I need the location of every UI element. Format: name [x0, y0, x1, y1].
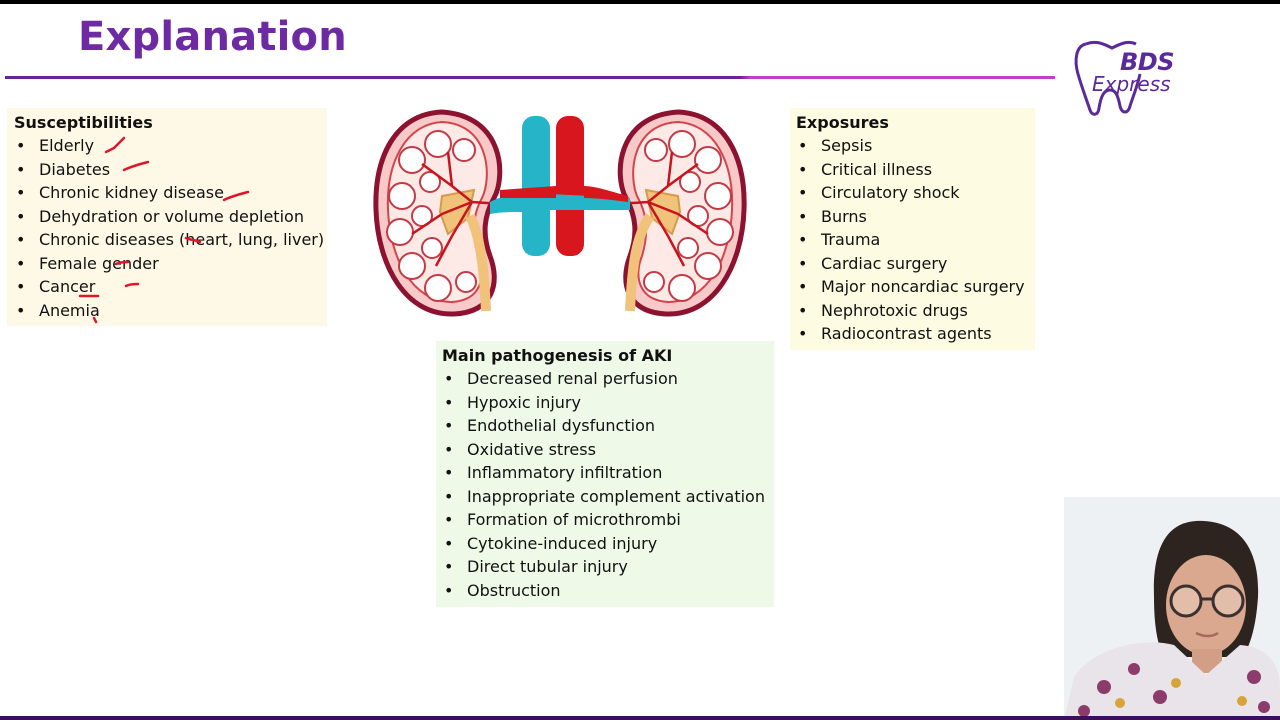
list-item: Nephrotoxic drugs	[796, 299, 1029, 323]
list-item: Oxidative stress	[442, 438, 768, 462]
exposures-box: Exposures Sepsis Critical illness Circul…	[790, 108, 1035, 350]
list-item: Major noncardiac surgery	[796, 275, 1029, 299]
pathogenesis-heading: Main pathogenesis of AKI	[442, 346, 673, 365]
logo-text-bds: BDS	[1120, 48, 1175, 76]
kidneys-icon	[373, 109, 747, 317]
title-underline	[5, 76, 1055, 79]
list-item: Endothelial dysfunction	[442, 414, 768, 438]
list-item: Direct tubular injury	[442, 555, 768, 579]
top-frame-bar	[0, 0, 1280, 4]
list-item: Obstruction	[442, 579, 768, 603]
list-item: Radiocontrast agents	[796, 322, 1029, 346]
list-item: Female gender	[14, 252, 320, 276]
susceptibilities-heading: Susceptibilities	[14, 113, 153, 132]
slide-title: Explanation	[78, 14, 347, 60]
bds-express-logo: BDS Express	[1072, 34, 1192, 124]
list-item: Hypoxic injury	[442, 391, 768, 415]
list-item: Circulatory shock	[796, 181, 1029, 205]
list-item: Trauma	[796, 228, 1029, 252]
list-item: Cytokine-induced injury	[442, 532, 768, 556]
list-item: Inflammatory infiltration	[442, 461, 768, 485]
list-item: Sepsis	[796, 134, 1029, 158]
list-item: Diabetes	[14, 158, 320, 182]
list-item: Dehydration or volume depletion	[14, 205, 320, 229]
exposures-list: Sepsis Critical illness Circulatory shoc…	[796, 134, 1029, 346]
presenter-icon	[1064, 497, 1280, 720]
kidney-illustration	[372, 106, 748, 320]
exposures-heading: Exposures	[796, 113, 889, 132]
susceptibilities-list: Elderly Diabetes Chronic kidney disease …	[14, 134, 324, 323]
list-item: Critical illness	[796, 158, 1029, 182]
bottom-frame-bar	[0, 716, 1280, 720]
tooth-logo-icon	[1074, 40, 1142, 116]
susceptibilities-box: Susceptibilities Elderly Diabetes Chroni…	[7, 108, 327, 326]
list-item: Chronic kidney disease	[14, 181, 320, 205]
list-item: Formation of microthrombi	[442, 508, 768, 532]
list-item: Cancer	[14, 275, 320, 299]
list-item: Cardiac surgery	[796, 252, 1029, 276]
list-item: Chronic diseases (heart, lung, liver)	[14, 228, 324, 252]
list-item: Decreased renal perfusion	[442, 367, 768, 391]
logo-text-express: Express	[1092, 72, 1171, 96]
presenter-webcam	[1064, 497, 1280, 720]
list-item: Anemia	[14, 299, 320, 323]
list-item: Burns	[796, 205, 1029, 229]
pathogenesis-list: Decreased renal perfusion Hypoxic injury…	[442, 367, 768, 602]
list-item: Inappropriate complement activation	[442, 485, 768, 509]
list-item: Elderly	[14, 134, 320, 158]
pathogenesis-box: Main pathogenesis of AKI Decreased renal…	[436, 341, 774, 607]
